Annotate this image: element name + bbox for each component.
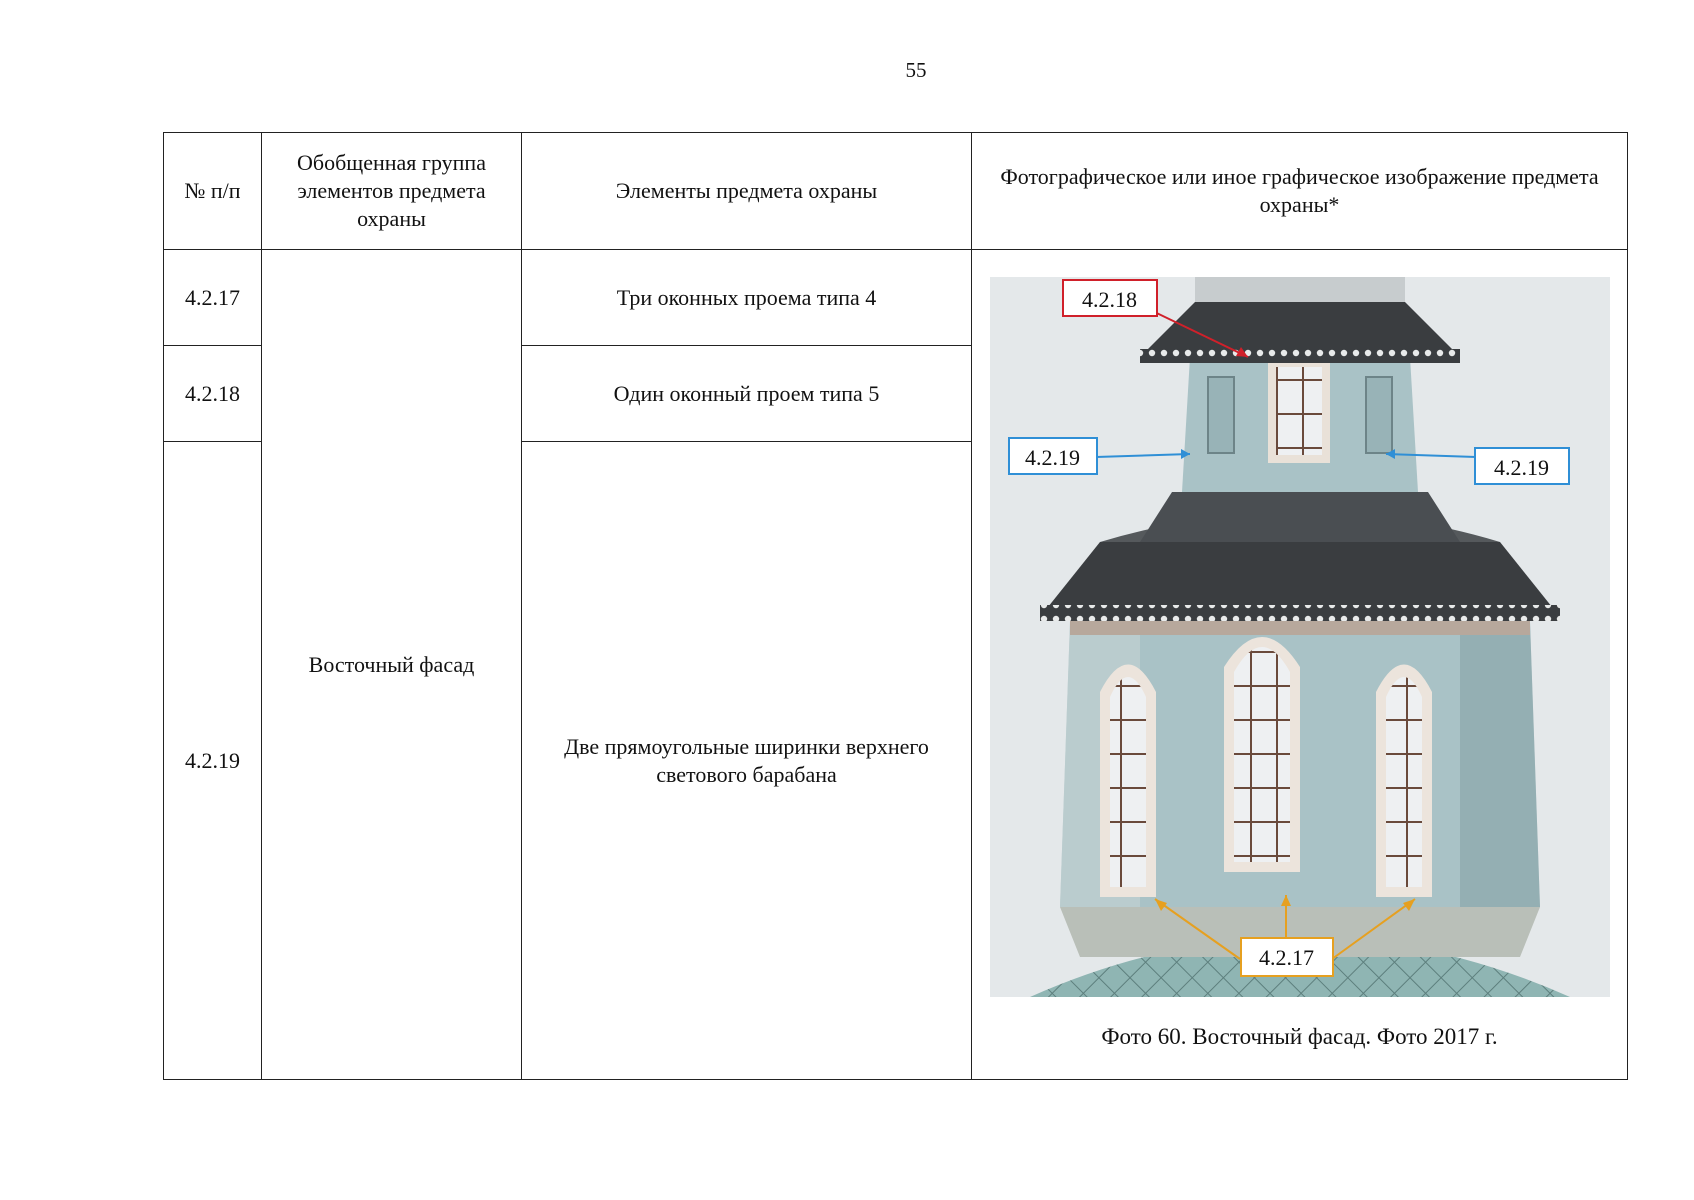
row-num: 4.2.17 [163,249,262,346]
arrow-head-icon [1235,347,1248,357]
group-cell: Восточный фасад [261,249,522,1080]
tower-photo [989,277,1610,997]
arched-window-left [1099,664,1156,897]
arrow-head-icon [1402,899,1415,911]
rect-panel-left [1206,376,1235,454]
arrow-4-2-19-left [1095,453,1190,458]
arched-window-center [1223,637,1300,872]
arrow-4-2-17-left [1153,898,1241,960]
row-element: Один оконный проем типа 5 [521,345,972,442]
row-num: 4.2.18 [163,345,262,442]
label-4-2-19-right: 4.2.19 [1473,447,1570,485]
drum-base [1059,907,1540,957]
photo-cell: 4.2.18 4.2.19 4.2.19 4.2.17 Фото 60. Вос… [971,249,1628,1080]
upper-roof [1139,302,1460,357]
table-row: 4.2.18 Один оконный проем типа 5 [163,345,1628,442]
upper-fringe [1139,349,1460,363]
arched-window-right [1375,664,1432,897]
arrow-head-icon [1280,895,1291,906]
row-element: Две прямоугольные ширинки верхнего свето… [521,441,972,1080]
table-row: 4.2.19 Две прямоугольные ширинки верхнег… [163,441,1628,1080]
table-header-row: № п/п Обобщенная группа элементов предме… [163,132,1628,250]
photo-figure: 4.2.18 4.2.19 4.2.19 4.2.17 [989,277,1610,997]
arrow-head-icon [1385,449,1395,459]
header-group: Обобщенная группа элементов предмета охр… [261,132,522,250]
lower-roof [1039,542,1560,617]
header-photo: Фотографическое или иное графическое изо… [971,132,1628,250]
row-num: 4.2.19 [163,441,262,1080]
table-row: 4.2.17 Восточный фасад Три оконных проем… [163,249,1628,1080]
header-num: № п/п [163,132,262,250]
upper-window [1267,359,1330,463]
page-number: 55 [905,58,927,82]
protection-table: № п/п Обобщенная группа элементов предме… [163,132,1628,1080]
label-4-2-18: 4.2.18 [1061,279,1158,317]
label-4-2-17: 4.2.17 [1239,937,1334,977]
arrow-4-2-18 [1139,304,1248,358]
header-elements: Элементы предмета охраны [521,132,972,250]
photo-caption: Фото 60. Восточный фасад. Фото 2017 г. [1101,1024,1498,1049]
label-4-2-19-left: 4.2.19 [1007,437,1098,475]
row-element: Три оконных проема типа 4 [521,249,972,346]
arrow-head-icon [1154,899,1167,911]
lower-fringe [1039,605,1560,621]
arrow-4-2-19-right [1385,453,1476,458]
arrow-4-2-17-right [1330,898,1416,960]
rect-panel-right [1364,376,1393,454]
arrow-head-icon [1180,449,1190,459]
